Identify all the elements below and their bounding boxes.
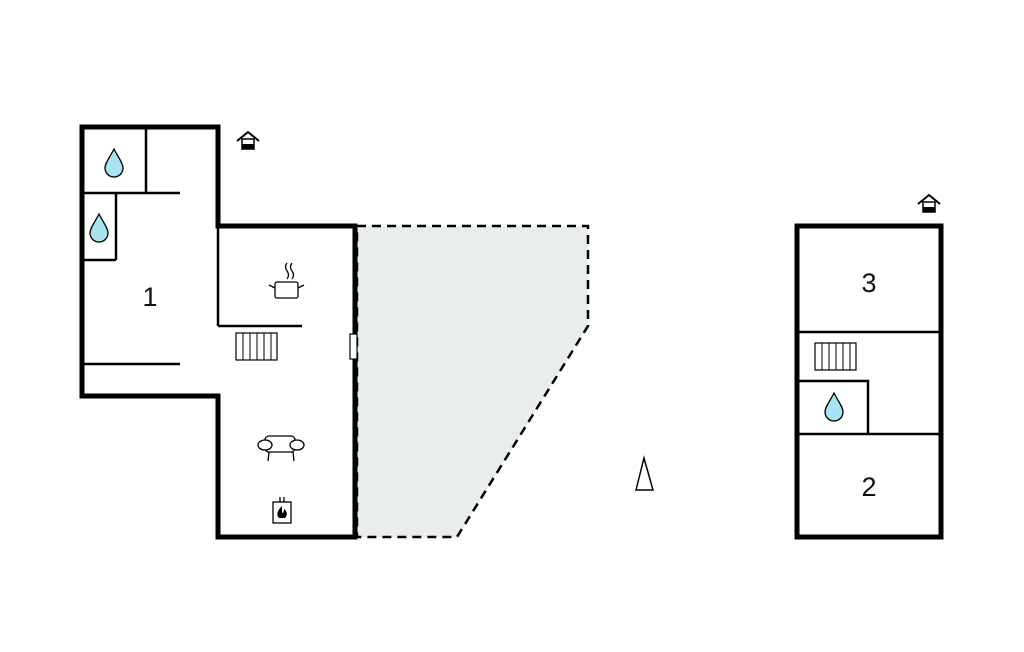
door-icon bbox=[349, 333, 358, 360]
cooking-pot-icon bbox=[268, 262, 305, 299]
stairs-icon bbox=[235, 332, 278, 361]
building-right bbox=[794, 223, 944, 540]
room-label-2: 2 bbox=[861, 472, 876, 502]
entrance-icon bbox=[236, 131, 260, 150]
building-left bbox=[79, 124, 358, 540]
outer-walls bbox=[79, 124, 358, 540]
entrance-icon bbox=[917, 194, 941, 213]
room-label-3: 3 bbox=[861, 268, 876, 298]
terrace bbox=[355, 224, 590, 539]
room-label-1: 1 bbox=[142, 282, 157, 312]
north-arrow-icon bbox=[635, 455, 654, 491]
fireplace-icon bbox=[272, 497, 292, 524]
sofa-icon bbox=[257, 435, 305, 462]
stairs-icon bbox=[814, 342, 857, 371]
